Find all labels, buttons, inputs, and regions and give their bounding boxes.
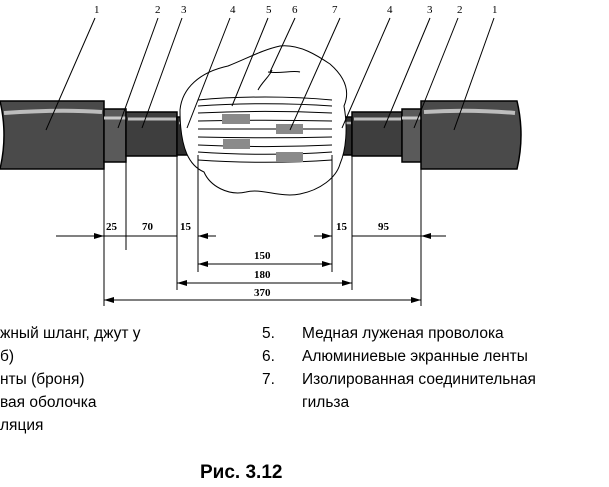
- part-label-1-right: 1: [492, 4, 498, 16]
- left-outer-hose: [0, 100, 105, 170]
- part-label-1: 1: [94, 4, 100, 16]
- dimension-150: 150: [254, 250, 271, 262]
- legend-item-number: 7.: [262, 371, 275, 388]
- connector-sleeve: [276, 152, 303, 162]
- leader-lines: [45, 17, 495, 131]
- right-outer-hose-highlight: [423, 108, 516, 115]
- legend-item: 6. Алюминиевые экранные ленты: [262, 345, 536, 368]
- dimension-370: 370: [254, 287, 271, 299]
- part-label-4-right: 4: [387, 4, 393, 16]
- legend-item-number: [262, 391, 302, 414]
- dimension-lines: [56, 233, 446, 303]
- cable-splice-drawing: 1 2 3 4 5 6 7 4 3 2 1 25: [0, 4, 522, 306]
- part-label-6: 6: [292, 4, 298, 16]
- legend-item-number: 6.: [262, 348, 275, 365]
- connector-sleeve: [222, 114, 250, 124]
- left-outer-hose-highlight: [3, 108, 103, 115]
- part-label-5: 5: [266, 4, 272, 16]
- dimension-25: 25: [106, 221, 118, 233]
- screen-tape-fold-2: [257, 69, 273, 91]
- legend-item: 5. Медная луженая проволока: [262, 322, 536, 345]
- legend-item: 7. Изолированная соединительная: [262, 368, 536, 391]
- dimension-70: 70: [142, 221, 154, 233]
- figure-caption: Рис. 3.12: [200, 462, 283, 483]
- legend-item: жный шланг, джут у: [0, 325, 141, 342]
- legend-item-text: Алюминиевые экранные ленты: [302, 348, 528, 365]
- legend-item: б): [0, 348, 15, 365]
- dimension-95: 95: [378, 221, 390, 233]
- dimension-180: 180: [254, 269, 271, 281]
- dimension-15-right: 15: [336, 221, 348, 233]
- part-label-3-right: 3: [427, 4, 433, 16]
- dimension-15-left: 15: [180, 221, 192, 233]
- part-label-7: 7: [332, 4, 338, 16]
- part-label-3: 3: [181, 4, 187, 16]
- legend-item-text: Изолированная соединительная: [302, 371, 536, 388]
- legend-item-text: Медная луженая проволока: [302, 325, 504, 342]
- part-label-2: 2: [155, 4, 161, 16]
- copper-wires: [197, 96, 333, 163]
- legend-item: ляция: [0, 417, 44, 434]
- right-outer-hose: [420, 100, 522, 170]
- legend-item-text: гильза: [302, 394, 350, 411]
- legend-item: вая оболочка: [0, 394, 97, 411]
- connector-sleeve: [223, 139, 250, 149]
- legend-item: гильза: [262, 391, 536, 414]
- legend-left: жный шланг, джут у б) нты (броня) вая об…: [0, 322, 141, 437]
- part-label-2-right: 2: [457, 4, 463, 16]
- connector-sleeve: [276, 124, 303, 134]
- legend-item-number: 5.: [262, 325, 275, 342]
- legend-item: нты (броня): [0, 371, 85, 388]
- legend-right: 5. Медная луженая проволока 6. Алюминиев…: [262, 322, 536, 414]
- part-label-4: 4: [230, 4, 236, 16]
